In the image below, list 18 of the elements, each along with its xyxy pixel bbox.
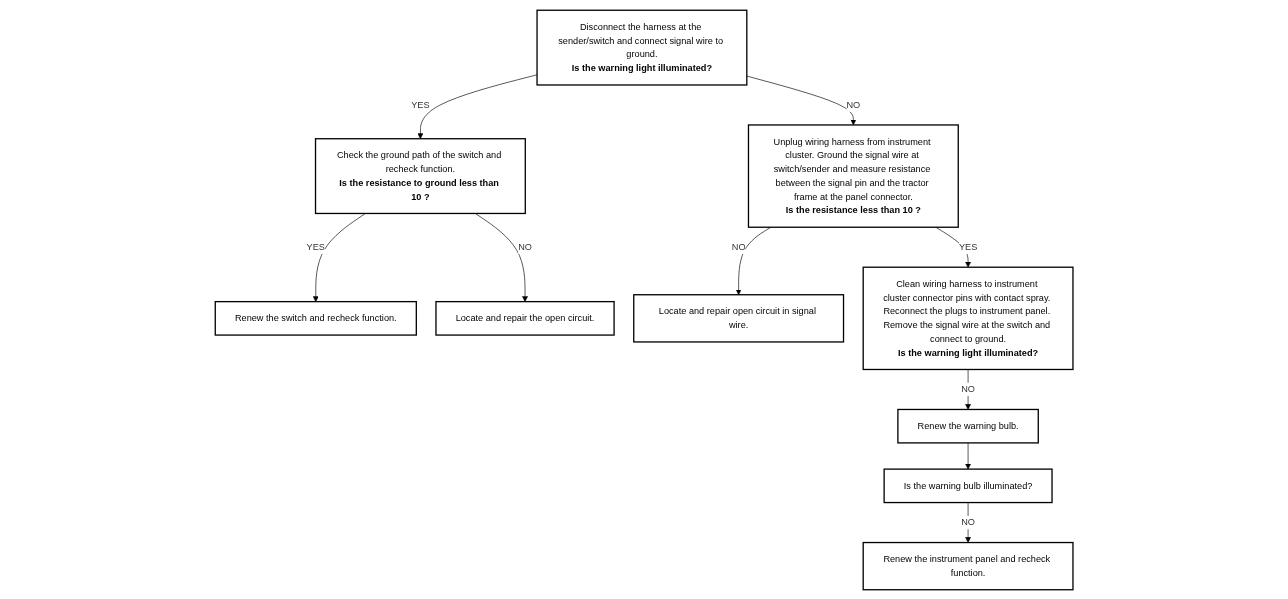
node-box: Locate and repair open circuit in signal wire. [633, 293, 845, 343]
node-box: Disconnect the harness at the sender/switch and connect signal wire to ground. Is the warning light illuminated? [536, 9, 748, 86]
edge-label: NO [961, 516, 975, 527]
edge-label: NO [731, 241, 746, 252]
node-box: Clean wiring harness to instrument cluster connector pins with contact spray. Reconnect the plugs to instrument panel. Remove the signal wire at the switch and connect to ground. Is the warning light illuminated? [862, 266, 1074, 370]
node-box: Renew the switch and recheck function. [214, 300, 417, 336]
node-box: Check the ground path of the switch and recheck function. Is the resistance to ground less than 10 ? [314, 137, 526, 214]
edge-label: YES [306, 241, 325, 252]
edge-label: NO [518, 241, 532, 252]
node-box: Renew the instrument panel and recheck function. [862, 541, 1074, 590]
node-box: Locate and repair the open circuit. [435, 300, 615, 336]
edge-label: NO [961, 383, 975, 394]
node-box: Is the warning bulb illuminated? [883, 467, 1053, 503]
edge-label: YES [411, 98, 430, 110]
node-box: Renew the warning bulb. [897, 408, 1039, 444]
node-box: Unplug wiring harness from instrument cluster. Ground the signal wire at switch/sender and measure resistance between the signal pin and the tractor frame at the panel connector. Is the resistance less than 10 ? [747, 123, 959, 228]
edge-label: YES [958, 241, 978, 252]
edge-label: NO [846, 98, 861, 110]
